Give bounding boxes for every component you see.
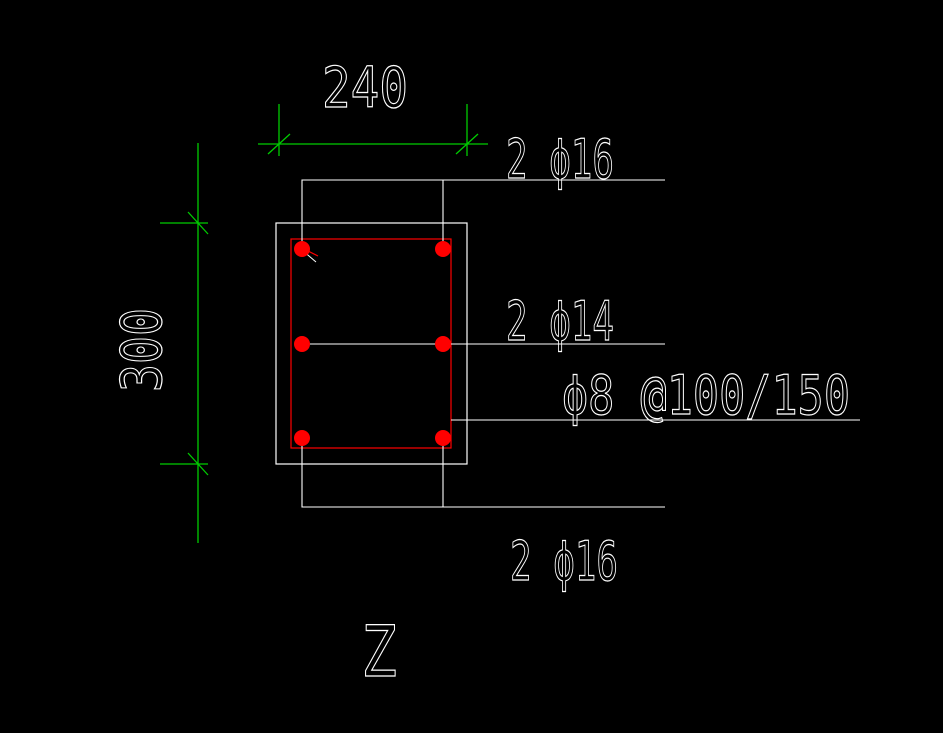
leader-lines [301,179,860,508]
stirrup-label: ϕ8 @100/150 [562,364,850,427]
top-bar-label: 2 ϕ16 [506,128,614,191]
width-dimension-text: 240 [322,56,408,121]
rebar-mid-left [294,336,310,352]
section-name: Z [361,611,397,693]
rebar-mid-right [435,336,451,352]
middle-bar-label: 2 ϕ14 [506,290,614,353]
width-dimension [258,104,488,156]
bottom-bar-label: 2 ϕ16 [510,530,618,593]
height-dimension [160,143,209,543]
rebar-top-left [294,241,310,257]
height-dimension-text: 300 [110,308,175,392]
rebar-top-right [435,241,451,257]
rebar-bottom-left [294,430,310,446]
rebars [294,241,451,446]
rebar-bottom-right [435,430,451,446]
